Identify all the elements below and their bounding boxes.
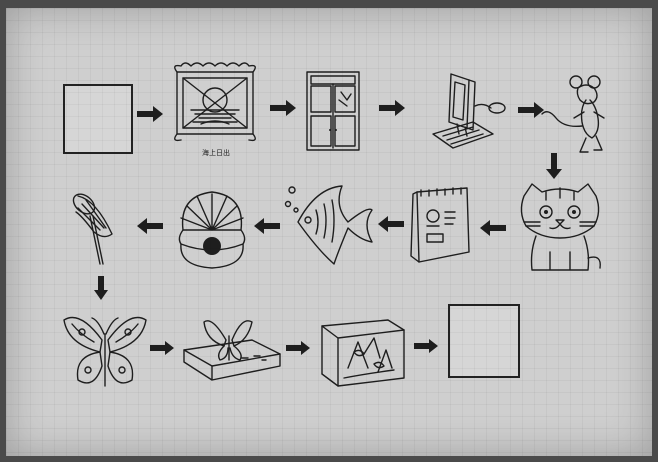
- arrow-right-icon: [137, 106, 163, 122]
- framed-sunrise-picture-icon: [171, 64, 259, 150]
- wardrobe-icon: [303, 70, 363, 152]
- butterfly-net-icon: [68, 190, 118, 266]
- mouse-animal-icon: [536, 72, 612, 156]
- fish-icon: [282, 180, 374, 272]
- calendar-icon: [409, 186, 473, 266]
- computer-icon: [429, 70, 513, 154]
- blank-end-box[interactable]: [448, 304, 520, 378]
- arrow-down-icon: [94, 276, 108, 300]
- shell-with-pearl-icon: [175, 186, 249, 272]
- arrow-right-icon: [379, 100, 405, 116]
- arrow-left-icon: [254, 218, 280, 234]
- paper-sheet: 海上日出: [6, 8, 652, 456]
- arrow-right-icon: [414, 338, 438, 353]
- arrow-right-icon: [286, 340, 310, 355]
- butterfly-icon: [60, 310, 150, 394]
- blank-start-box[interactable]: [63, 84, 133, 154]
- arrow-down-icon: [546, 153, 562, 179]
- arrow-right-icon: [270, 100, 296, 116]
- arrow-left-icon: [480, 220, 506, 236]
- sunrise-caption: 海上日出: [202, 149, 230, 157]
- arrow-right-icon: [150, 340, 174, 355]
- fish-tank-icon: [318, 308, 408, 388]
- cat-icon: [516, 182, 604, 274]
- arrow-left-icon: [378, 216, 404, 232]
- butterfly-specimen-icon: [182, 310, 282, 386]
- arrow-left-icon: [137, 218, 163, 234]
- arrow-right-icon: [518, 102, 544, 118]
